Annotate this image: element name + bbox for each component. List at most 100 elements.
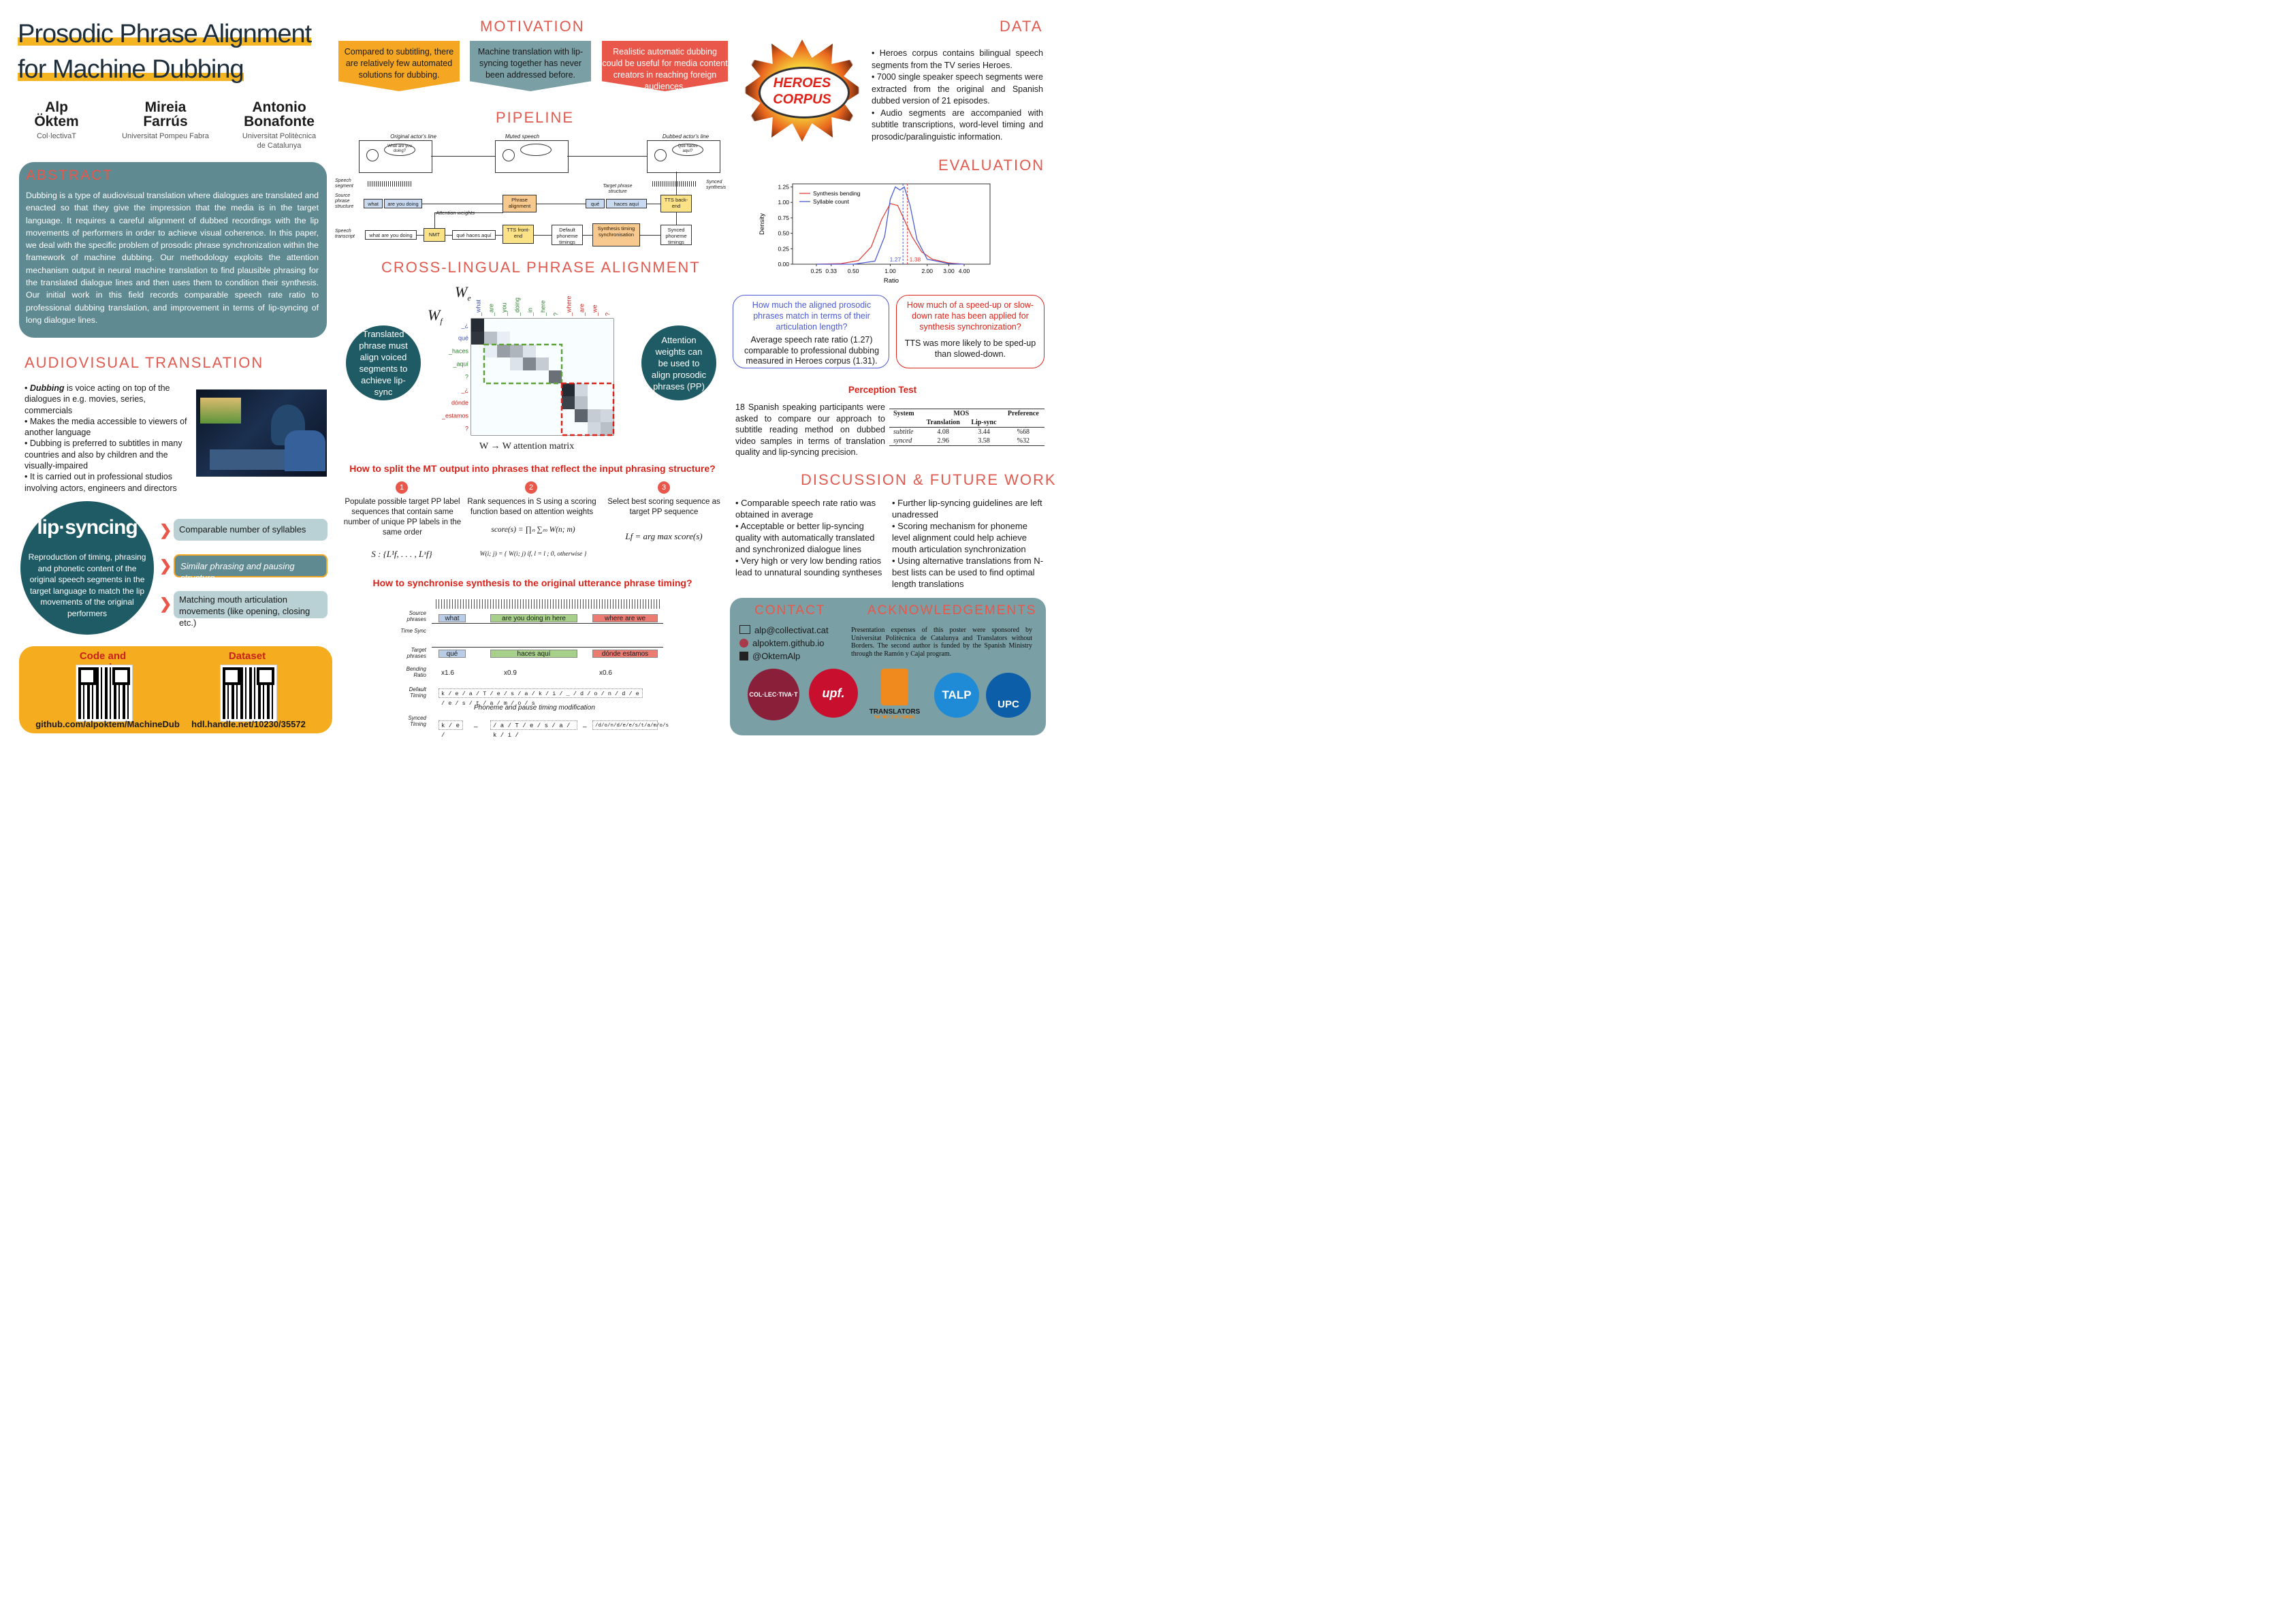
evaluation-heading: EVALUATION [938,157,1045,174]
eval-q2: How much of a speed-up or slow-down rate… [906,300,1034,332]
table-header: Lip-sync [971,419,997,426]
synced-timings-node: Synced phoneme timings [660,225,692,245]
synced-seq-4: _ [583,720,587,728]
matrix-cell [510,383,523,396]
chevron-right-icon: ❯ [159,595,172,612]
matrix-cell [549,332,562,345]
y-tick-label: 1.25 [778,184,789,191]
dataset-url[interactable]: hdl.handle.net/10230/35572 [191,719,306,729]
comic-panel-original: What are you doing? [359,140,432,173]
matrix-cell [523,383,536,396]
discussion-heading: DISCUSSION & FUTURE WORK [801,471,1057,488]
label-target-phrase: Target phrase structure [603,184,633,194]
lipsync-item-3: Matching mouth articulation movements (l… [174,591,328,628]
arrow [417,235,424,236]
matrix-cell [601,383,613,396]
avt-heading: AUDIOVISUAL TRANSLATION [25,354,264,371]
matrix-cell [484,357,497,370]
matrix-cell [497,332,510,345]
matrix-cell [562,319,575,332]
row-label: dónde [451,400,468,407]
matrix-cell [562,332,575,345]
target-bar-3: dónde estamos [592,650,658,658]
label-source-phrase: Source phrase structure [335,193,354,209]
translation-node: qué haces aquí [452,230,496,240]
eval-a2: TTS was more likely to be sped-up than s… [904,338,1036,359]
matrix-cell [471,357,484,370]
legend-label: Synthesis bending [813,190,861,197]
lipsync-item-2: Similar phrasing and pausing structure [174,554,328,583]
eval-a1: Average speech rate ratio (1.27) compara… [744,335,880,366]
arrow [496,235,503,236]
matrix-cell [484,332,497,345]
motivation-heading: MOTIVATION [480,18,585,35]
matrix-cell [549,409,562,422]
legend-label: Syllable count [813,198,850,205]
title-line-2: for Machine Dubbing [18,55,244,84]
eval-q2-box: How much of a speed-up or slow-down rate… [896,295,1045,368]
timeline-line [432,647,663,648]
matrix-cell [575,396,588,409]
matrix-cell [562,357,575,370]
data-bullet-2: • 7000 single speaker speech segments we… [872,72,1043,106]
matrix-cell [562,422,575,435]
matrix-cell [471,370,484,383]
column-label: _doing [514,298,521,317]
phrase-alignment-node: Phrase alignment [503,195,537,212]
discussion-item: • Very high or very low bending ratios l… [735,556,882,577]
x-tick-label: 3.00 [943,268,955,274]
contact-heading: CONTACT [754,603,826,618]
y-axis-label: Density [759,213,766,235]
author-name: Mireia [144,99,187,115]
pipeline-diagram: Original actor's line What are you doing… [335,129,733,251]
waveform-icon [368,181,413,187]
label-speech-transcript: Speech transcript [335,229,355,239]
formula-s: S : {L¹f, . . . , Lˣf} [371,549,432,559]
matrix-cell [471,345,484,357]
synthesis-timing-node: Synthesis timing synchronisation [592,223,640,246]
y-tick-label: 0.25 [778,245,789,252]
matrix-cell [549,345,562,357]
tts-frontend-node: TTS front-end [503,225,534,244]
matrix-cell [484,370,497,383]
matrix-cell [510,332,523,345]
column-label: _where [566,296,573,317]
avt-bullet-3: • Dubbing is preferred to subtitles in m… [25,439,182,471]
matrix-cell [536,370,549,383]
qr-code-icon [76,665,132,721]
avt-bullet-1: • Dubbing is voice acting on top of the … [25,383,170,415]
waveform-icon [436,599,660,609]
code-url[interactable]: github.com/alpoktem/MachineDub [35,719,180,729]
comic-panel-dubbed: Qué haces aquí? [647,140,720,173]
matrix-cell [601,345,613,357]
matrix-cell [497,345,510,357]
target-phrase-que: qué [586,199,605,208]
arrow [567,156,647,157]
matrix-cell [523,345,536,357]
clpa-heading: CROSS-LINGUAL PHRASE ALIGNMENT [381,259,701,276]
contact-twitter-row[interactable]: @OktemAlp [739,650,829,663]
label-speech-segment: Speech segment [335,178,353,189]
author-3: Antonio Bonafonte Universitat Politècnic… [232,100,327,150]
matrix-cell [471,332,484,345]
matrix-cell [575,332,588,345]
table-header: MOS [953,410,970,417]
twitter-icon [739,652,748,660]
contact-email-row[interactable]: alp@collectivat.cat [739,624,829,637]
matrix-cell [484,422,497,435]
step-3-text: Select best scoring sequence as target P… [607,498,720,516]
matrix-cell [471,396,484,409]
matrix-cell [497,357,510,370]
table-row: subtitle 4.08 3.44 %68 [893,428,1030,436]
globe-icon [739,639,748,648]
column-label: _are [488,304,495,317]
contact-web-row[interactable]: alpoktem.github.io [739,637,829,650]
row-label: ? [465,426,468,432]
arrow [640,235,660,236]
matrix-cell [562,345,575,357]
matrix-cell [601,409,613,422]
matrix-cell [588,370,601,383]
matrix-cell [484,396,497,409]
default-timing-seq: k / e / a / T / e / s / a / k / i / _ / … [439,688,643,707]
badge-text: HEROES CORPUS [773,76,831,107]
